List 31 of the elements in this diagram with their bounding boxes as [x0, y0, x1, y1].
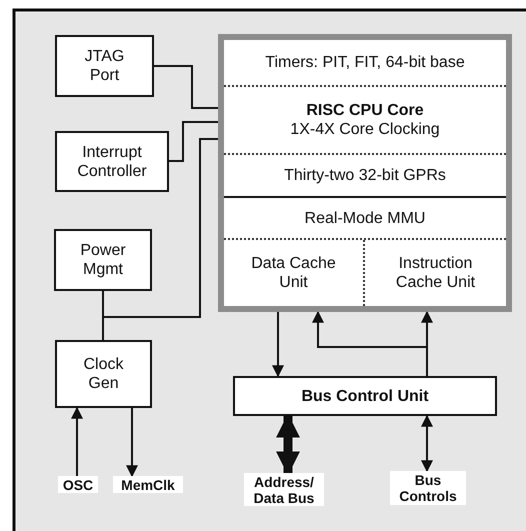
block-label: Bus Control Unit — [301, 386, 429, 406]
block-box — [233, 376, 497, 416]
block-label: Real-Mode MMU — [304, 208, 426, 228]
signal-label: MemClk — [113, 476, 183, 493]
block-box — [55, 340, 152, 408]
connector-line — [103, 138, 218, 318]
arrow — [126, 408, 138, 478]
block-box — [54, 229, 152, 291]
block-label: Clock Gen — [82, 355, 124, 393]
block-label: Power Mgmt — [79, 241, 127, 279]
block-label: JTAG Port — [84, 47, 126, 85]
arrow — [272, 312, 284, 378]
double-arrow — [276, 414, 300, 476]
block-box — [55, 35, 154, 97]
connector-line — [169, 121, 218, 162]
processor-core-box — [218, 34, 512, 312]
block-label: Instruction Cache Unit — [394, 254, 476, 292]
double-arrow — [421, 414, 433, 472]
connector-line — [102, 291, 104, 340]
block-label: Interrupt Controller — [76, 142, 148, 180]
block-label: Timers: PIT, FIT, 64-bit base — [265, 53, 465, 72]
connector-line — [154, 65, 218, 109]
signal-label: Address/ Data Bus — [244, 473, 324, 506]
block-label: Thirty-two 32-bit GPRs — [284, 166, 446, 185]
block-label: Data Cache Unit — [250, 254, 337, 292]
arrow — [71, 406, 83, 476]
block-subtitle: 1X-4X Core Clocking — [290, 120, 440, 139]
signal-label: OSC — [58, 476, 98, 493]
signal-label: Bus Controls — [390, 471, 466, 505]
block-heading: RISC CPU Core — [306, 101, 424, 120]
block-box — [55, 131, 169, 192]
